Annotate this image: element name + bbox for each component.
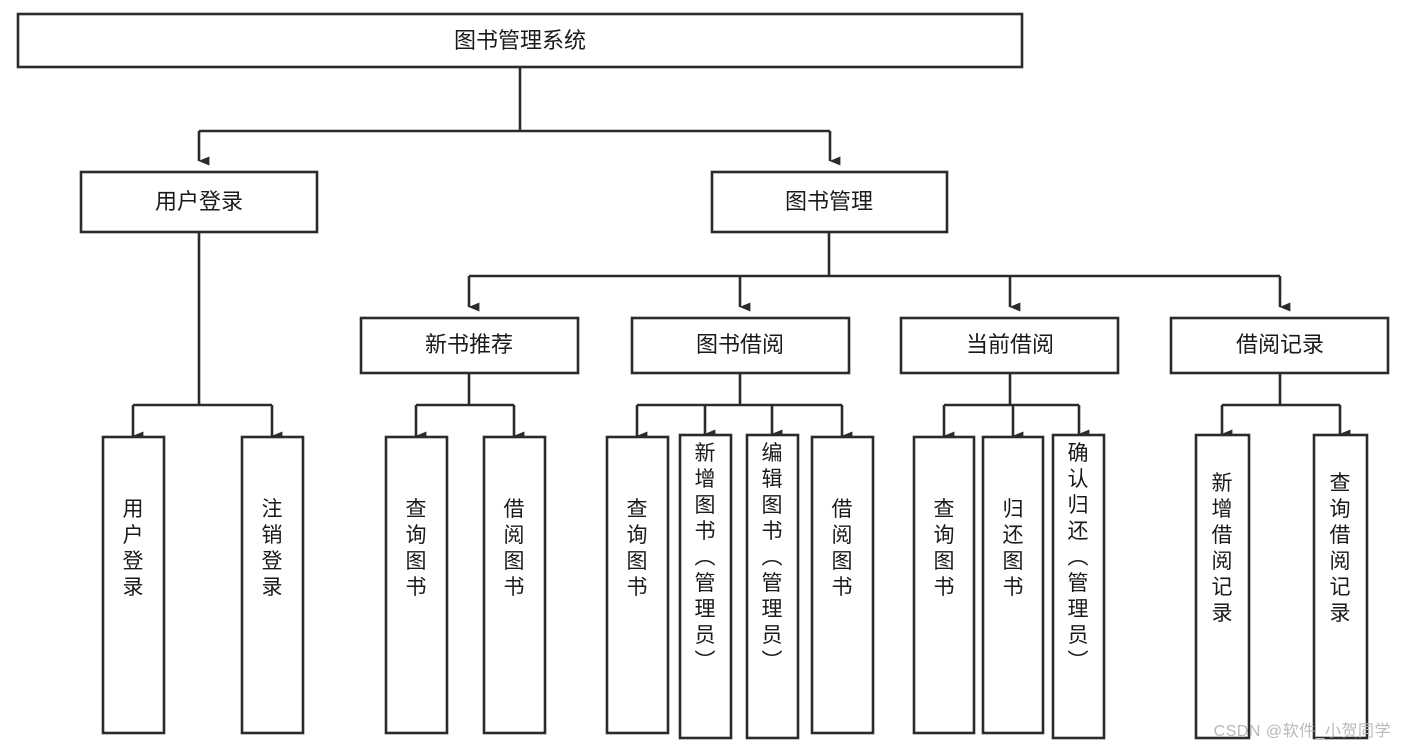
connector-layer [131,67,1351,441]
leaf-query-book-a-box[interactable] [384,435,449,735]
leaf-user-login[interactable]: 用户登录 [101,435,166,735]
node-root-box[interactable] [16,12,1024,69]
leaf-query-borrow-record-box[interactable] [1312,433,1369,740]
node-book-borrow[interactable]: 图书借阅 [630,316,851,375]
leaf-return-book[interactable]: 归还图书 [981,435,1045,735]
leaf-add-book-admin[interactable]: 新增图书︵管理员︶ [678,433,733,740]
node-book-borrow-box[interactable] [630,316,851,375]
leaf-add-book-admin-box[interactable] [678,433,733,740]
leaf-logout[interactable]: 注销登录 [240,435,305,735]
node-book-management-box[interactable] [710,170,949,234]
leaf-add-borrow-record[interactable]: 新增借阅记录 [1194,433,1251,740]
leaf-edit-book-admin-box[interactable] [745,433,800,740]
leaf-borrow-book-a-box[interactable] [482,435,547,735]
node-root[interactable]: 图书管理系统 [16,12,1024,69]
leaf-borrow-book-a[interactable]: 借阅图书 [482,435,547,735]
leaf-confirm-return-admin[interactable]: 确认归还︵管理员︶ [1051,433,1106,740]
leaf-borrow-book-b[interactable]: 借阅图书 [810,435,875,735]
leaf-add-borrow-record-label: 新增借阅记录 [1212,472,1233,625]
node-root-label: 图书管理系统 [454,28,586,53]
leaf-edit-book-admin-label: 编辑图书︵管理员︶ [762,442,783,673]
node-current-borrow-label: 当前借阅 [966,332,1054,357]
node-user-login-box[interactable] [79,170,319,234]
leaf-confirm-return-admin-label: 确认归还︵管理员︶ [1068,442,1089,673]
node-user-login[interactable]: 用户登录 [79,170,319,234]
leaf-add-book-admin-label: 新增图书︵管理员︶ [695,442,716,673]
node-borrow-records-box[interactable] [1169,316,1390,375]
node-book-management[interactable]: 图书管理 [710,170,949,234]
leaf-query-book-b-box[interactable] [605,435,670,735]
leaf-query-book-c-box[interactable] [912,435,976,735]
leaf-user-login-box[interactable] [101,435,166,735]
node-new-book-recommend[interactable]: 新书推荐 [359,316,580,375]
leaf-confirm-return-admin-box[interactable] [1051,433,1106,740]
leaf-borrow-book-b-label: 借阅图书 [832,498,853,599]
leaf-query-book-a[interactable]: 查询图书 [384,435,449,735]
leaf-logout-label: 注销登录 [262,498,283,599]
leaf-borrow-book-b-box[interactable] [810,435,875,735]
leaf-return-book-label: 归还图书 [1003,498,1024,599]
leaf-edit-book-admin[interactable]: 编辑图书︵管理员︶ [745,433,800,740]
node-new-book-recommend-label: 新书推荐 [425,332,513,357]
leaf-borrow-book-a-label: 借阅图书 [504,498,525,599]
leaf-return-book-box[interactable] [981,435,1045,735]
leaf-query-borrow-record[interactable]: 查询借阅记录 [1312,433,1369,740]
leaf-logout-box[interactable] [240,435,305,735]
leaf-query-borrow-record-label: 查询借阅记录 [1330,472,1351,625]
leaf-query-book-c[interactable]: 查询图书 [912,435,976,735]
leaf-add-borrow-record-box[interactable] [1194,433,1251,740]
node-current-borrow-box[interactable] [899,316,1120,375]
node-borrow-records[interactable]: 借阅记录 [1169,316,1390,375]
leaf-query-book-b[interactable]: 查询图书 [605,435,670,735]
node-new-book-recommend-box[interactable] [359,316,580,375]
leaf-user-login-label: 用户登录 [123,498,144,599]
leaf-query-book-a-label: 查询图书 [406,498,427,599]
node-current-borrow[interactable]: 当前借阅 [899,316,1120,375]
leaf-query-book-c-label: 查询图书 [934,498,955,599]
node-borrow-records-label: 借阅记录 [1236,332,1324,357]
node-user-login-label: 用户登录 [155,189,243,214]
leaf-query-book-b-label: 查询图书 [627,498,648,599]
node-book-management-label: 图书管理 [785,189,873,214]
node-book-borrow-label: 图书借阅 [696,332,784,357]
